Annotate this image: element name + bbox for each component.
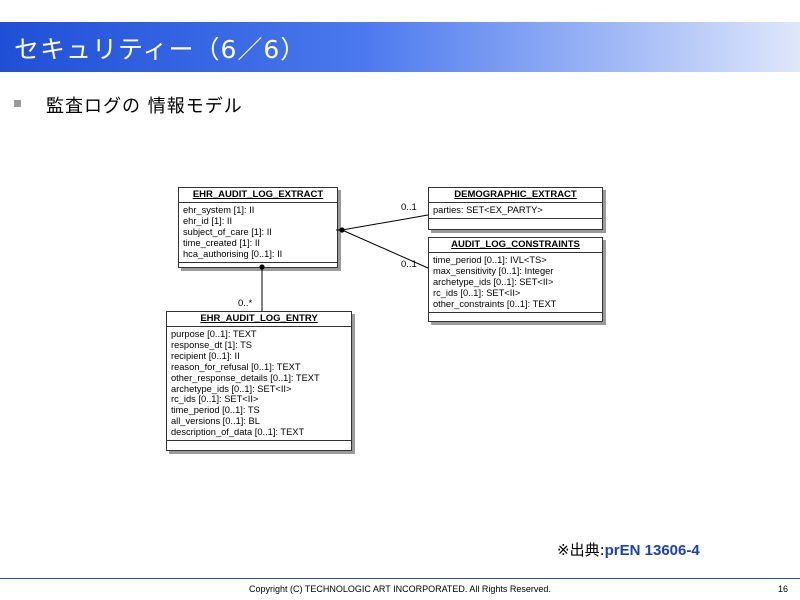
class-ehr-audit-log-entry: EHR_AUDIT_LOG_ENTRY purpose [0..1]: TEXT… — [166, 311, 352, 451]
class-attribute: time_period [0..1]: IVL<TS> — [433, 255, 547, 265]
multiplicity-constraints: 0..1 — [401, 259, 417, 270]
class-attribute: archetype_ids [0..1]: SET<II> — [171, 383, 292, 394]
class-name: DEMOGRAPHIC_EXTRACT — [429, 188, 602, 203]
class-attribute: all_versions [0..1]: BL — [171, 416, 260, 427]
class-operations-compartment — [429, 217, 602, 219]
source-citation: ※出典:prEN 13606-4 — [557, 539, 700, 560]
class-attribute: purpose [0..1]: TEXT — [171, 329, 257, 339]
class-attribute: recipient [0..1]: II — [171, 350, 240, 361]
class-attributes: parties: SET<EX_PARTY> — [429, 203, 602, 218]
source-reference: prEN 13606-4 — [604, 542, 700, 559]
class-attribute: other_constraints [0..1]: TEXT — [433, 298, 557, 309]
class-name: EHR_AUDIT_LOG_EXTRACT — [179, 188, 337, 203]
footer-copyright: Copyright (C) TECHNOLOGIC ART INCORPORAT… — [249, 584, 551, 594]
class-operations-compartment — [179, 261, 337, 263]
slide-title: セキュリティー（6／6） — [14, 35, 307, 64]
class-attribute: archetype_ids [0..1]: SET<II> — [433, 276, 554, 287]
class-attribute: rc_ids [0..1]: SET<II> — [433, 287, 521, 298]
class-attributes: time_period [0..1]: IVL<TS> max_sensitiv… — [429, 253, 602, 312]
class-attribute: time_created [1]: II — [183, 237, 260, 248]
multiplicity-entry: 0..* — [238, 298, 253, 309]
class-attribute: subject_of_care [1]: II — [183, 226, 272, 237]
class-attribute: other_response_details [0..1]: TEXT — [171, 372, 320, 383]
class-demographic-extract: DEMOGRAPHIC_EXTRACT parties: SET<EX_PART… — [428, 187, 603, 230]
source-prefix: ※出典: — [557, 541, 605, 559]
bullet-text: 監査ログの 情報モデル — [46, 96, 243, 117]
footer-divider — [0, 578, 800, 579]
class-audit-log-constraints: AUDIT_LOG_CONSTRAINTS time_period [0..1]… — [428, 237, 603, 322]
class-attributes: purpose [0..1]: TEXT response_dt [1]: TS… — [167, 327, 351, 440]
class-ehr-audit-log-extract: EHR_AUDIT_LOG_EXTRACT ehr_system [1]: II… — [178, 187, 338, 268]
class-operations-compartment — [167, 440, 351, 442]
composition-dot — [259, 264, 265, 270]
composition-dot — [339, 227, 345, 233]
class-attribute: response_dt [1]: TS — [171, 339, 252, 350]
class-attribute: ehr_id [1]: II — [183, 215, 233, 226]
class-attribute: rc_ids [0..1]: SET<II> — [171, 394, 259, 405]
association-to-demographic — [341, 214, 429, 231]
class-attribute: ehr_system [1]: II — [183, 205, 255, 215]
association-to-constraints — [341, 229, 429, 269]
title-bar: セキュリティー（6／6） — [0, 22, 800, 72]
class-attributes: ehr_system [1]: II ehr_id [1]: II subjec… — [179, 203, 337, 262]
class-attribute: parties: SET<EX_PARTY> — [433, 205, 543, 215]
class-attribute: hca_authorising [0..1]: II — [183, 248, 283, 259]
bullet-square-icon — [14, 100, 21, 107]
class-name: AUDIT_LOG_CONSTRAINTS — [429, 238, 602, 253]
class-name: EHR_AUDIT_LOG_ENTRY — [167, 312, 351, 327]
class-attribute: max_sensitivity [0..1]: Integer — [433, 265, 554, 276]
multiplicity-demographic: 0..1 — [401, 202, 417, 213]
class-attribute: time_period [0..1]: TS — [171, 405, 260, 416]
class-operations-compartment — [429, 311, 602, 313]
page-number: 16 — [778, 584, 789, 594]
class-attribute: description_of_data [0..1]: TEXT — [171, 427, 305, 438]
class-attribute: reason_for_refusal [0..1]: TEXT — [171, 361, 301, 372]
